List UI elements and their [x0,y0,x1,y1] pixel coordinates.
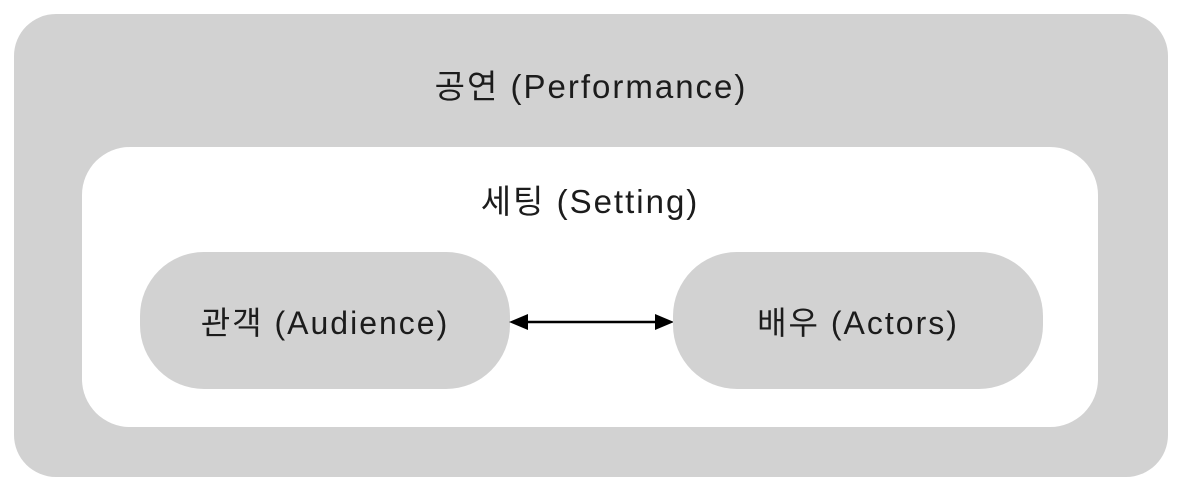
setting-label: 세팅 (Setting) [480,183,700,220]
actors-label: 배우 (Actors) [757,304,959,341]
setting-container: 세팅 (Setting) 관객 (Audience) 배우 (Actors) [82,147,1098,427]
arrow-head-left-icon [509,314,528,330]
arrow-head-right-icon [655,314,674,330]
audience-label: 관객 (Audience) [200,304,450,341]
audience-node: 관객 (Audience) [140,252,510,389]
double-arrow-icon [509,314,674,330]
performance-container: 공연 (Performance) 세팅 (Setting) 관객 (Audien… [14,14,1168,477]
performance-label: 공연 (Performance) [434,68,748,105]
actors-node: 배우 (Actors) [673,252,1043,389]
